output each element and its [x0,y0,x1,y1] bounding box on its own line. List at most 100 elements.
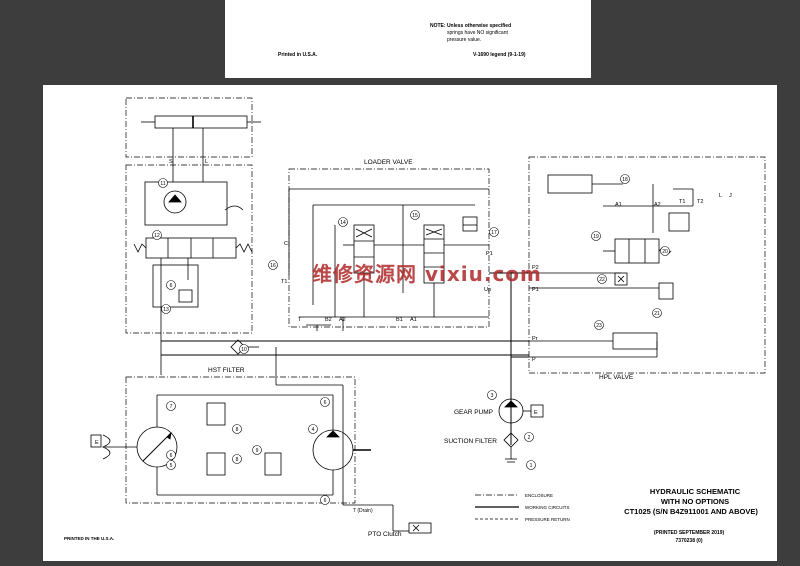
hpl-directional-valve [614,238,660,264]
svg-text:14: 14 [340,220,346,226]
callout-16: 16 [268,260,278,270]
legend-reference: V-1690 legend (9-1-19) [473,52,526,58]
hpl-valve-enclosure [528,156,766,374]
label-gear-pump: GEAR PUMP [454,409,493,416]
label-port-up: Up [484,287,491,293]
label-port-p: P [532,357,536,363]
diagram-labels: S L LOADER VALVE C T1 T B2 A2 B1 A1 P1 U… [95,159,732,538]
svg-text:6: 6 [170,453,173,459]
callout-15: 15 [410,210,420,220]
top-legend-sheet: NOTE: Unless otherwise specified springs… [225,0,591,78]
callout-9: 9 [252,445,262,455]
callout-8b: 8 [232,454,242,464]
working-circuit-lines [161,272,529,445]
label-port-c: C [284,241,288,247]
label-hpl-valve: HPL VALVE [599,374,634,381]
loader-valve-enclosure [288,168,490,328]
svg-text:15: 15 [412,213,418,219]
title-line3: CT1025 (S/N B4Z911001 AND ABOVE) [624,507,758,516]
callout-2: 2 [524,432,534,442]
callout-4: 4 [308,424,318,434]
callout-11: 11 [158,178,168,188]
schematic-sheet: 11 12 13 6 14 15 16 17 18 19 20 21 22 23… [43,85,777,561]
callout-13: 13 [161,304,171,314]
svg-text:1: 1 [530,463,533,469]
callout-20: 20 [660,246,670,256]
enclosure-outlines [125,97,766,504]
label-port-s: S [169,159,173,165]
callout-6a: 6 [166,280,176,290]
callout-8a: 8 [232,424,242,434]
footer-printed-in: PRINTED IN THE U.S.A. [64,536,114,541]
svg-text:5: 5 [170,463,173,469]
line-legend [475,494,519,520]
callout-22: 22 [597,274,607,284]
callout-7: 7 [166,401,176,411]
label-port-j-right: J [729,193,732,199]
title-line1: HYDRAULIC SCHEMATIC [650,487,741,496]
svg-text:6: 6 [170,283,173,289]
label-port-a2-hpl: A2 [654,202,661,208]
steering-cylinder-enclosure [125,97,253,158]
callout-6b: 6 [166,450,176,460]
callout-23: 23 [594,320,604,330]
hst-circuit [90,339,432,534]
svg-text:9: 9 [256,448,259,454]
spring-note-line2: springs have NO significant [447,30,508,36]
svg-text:10: 10 [241,347,247,353]
legend-enclosure: ENCLOSURE [525,493,553,498]
label-port-pr: Pr [532,336,538,342]
svg-text:2: 2 [528,435,531,441]
steering-unit-enclosure [125,164,253,334]
priority-valve-23 [612,332,658,350]
svg-text:8: 8 [236,427,239,433]
label-port-e-left: E [95,440,99,446]
callout-12: 12 [152,230,162,240]
gear-pump-circuit [498,398,544,463]
watermark: 维修资源网 vixiu.com [312,262,542,286]
label-port-t: T [298,317,302,323]
legend-working-circuits: WORKING CIRCUITS [525,505,570,510]
label-port-a1: A1 [410,317,417,323]
svg-text:20: 20 [662,249,668,255]
spring-note-line1: NOTE: Unless otherwise specified [430,23,512,29]
hst-enclosure [125,376,356,504]
label-pto-clutch: PTO Clutch [368,531,402,538]
label-port-p2: P2 [532,265,539,271]
svg-text:17: 17 [491,230,497,236]
svg-text:6: 6 [324,498,327,504]
label-port-t1: T1 [281,279,287,285]
label-port-l-right: L [719,193,722,199]
label-port-p1: P1 [486,251,493,257]
svg-text:12: 12 [154,233,160,239]
svg-text:19: 19 [593,234,599,240]
label-suction-filter: SUCTION FILTER [444,438,497,445]
legend-pressure-return: PRESSURE RETURN [525,517,570,522]
label-port-t1-hpl: T1 [679,199,685,205]
label-port-a1-hpl: A1 [615,202,622,208]
hpl-cylinder [547,174,593,194]
hpl-valve [529,174,694,358]
svg-text:7: 7 [170,404,173,410]
label-port-a2: A2 [339,317,346,323]
callout-balloons: 11 12 13 6 14 15 16 17 18 19 20 21 22 23… [152,174,670,505]
callout-19: 19 [591,231,601,241]
svg-text:13: 13 [163,307,169,313]
svg-text:21: 21 [654,311,660,317]
svg-text:23: 23 [596,323,602,329]
callout-14: 14 [338,217,348,227]
label-port-e-pump: E [534,410,538,416]
title-line2: WITH NO OPTIONS [661,497,729,506]
callout-1: 1 [526,460,536,470]
callout-18: 18 [620,174,630,184]
svg-text:4: 4 [312,427,315,433]
label-port-l: L [205,159,208,165]
label-t-drain: T (Drain) [353,508,373,514]
svg-text:18: 18 [622,177,628,183]
svg-text:11: 11 [160,181,165,187]
steering-cylinder [141,115,261,165]
svg-text:8: 8 [236,457,239,463]
callout-21: 21 [652,308,662,318]
callout-6c: 6 [320,397,330,407]
label-loader-valve: LOADER VALVE [364,159,413,166]
